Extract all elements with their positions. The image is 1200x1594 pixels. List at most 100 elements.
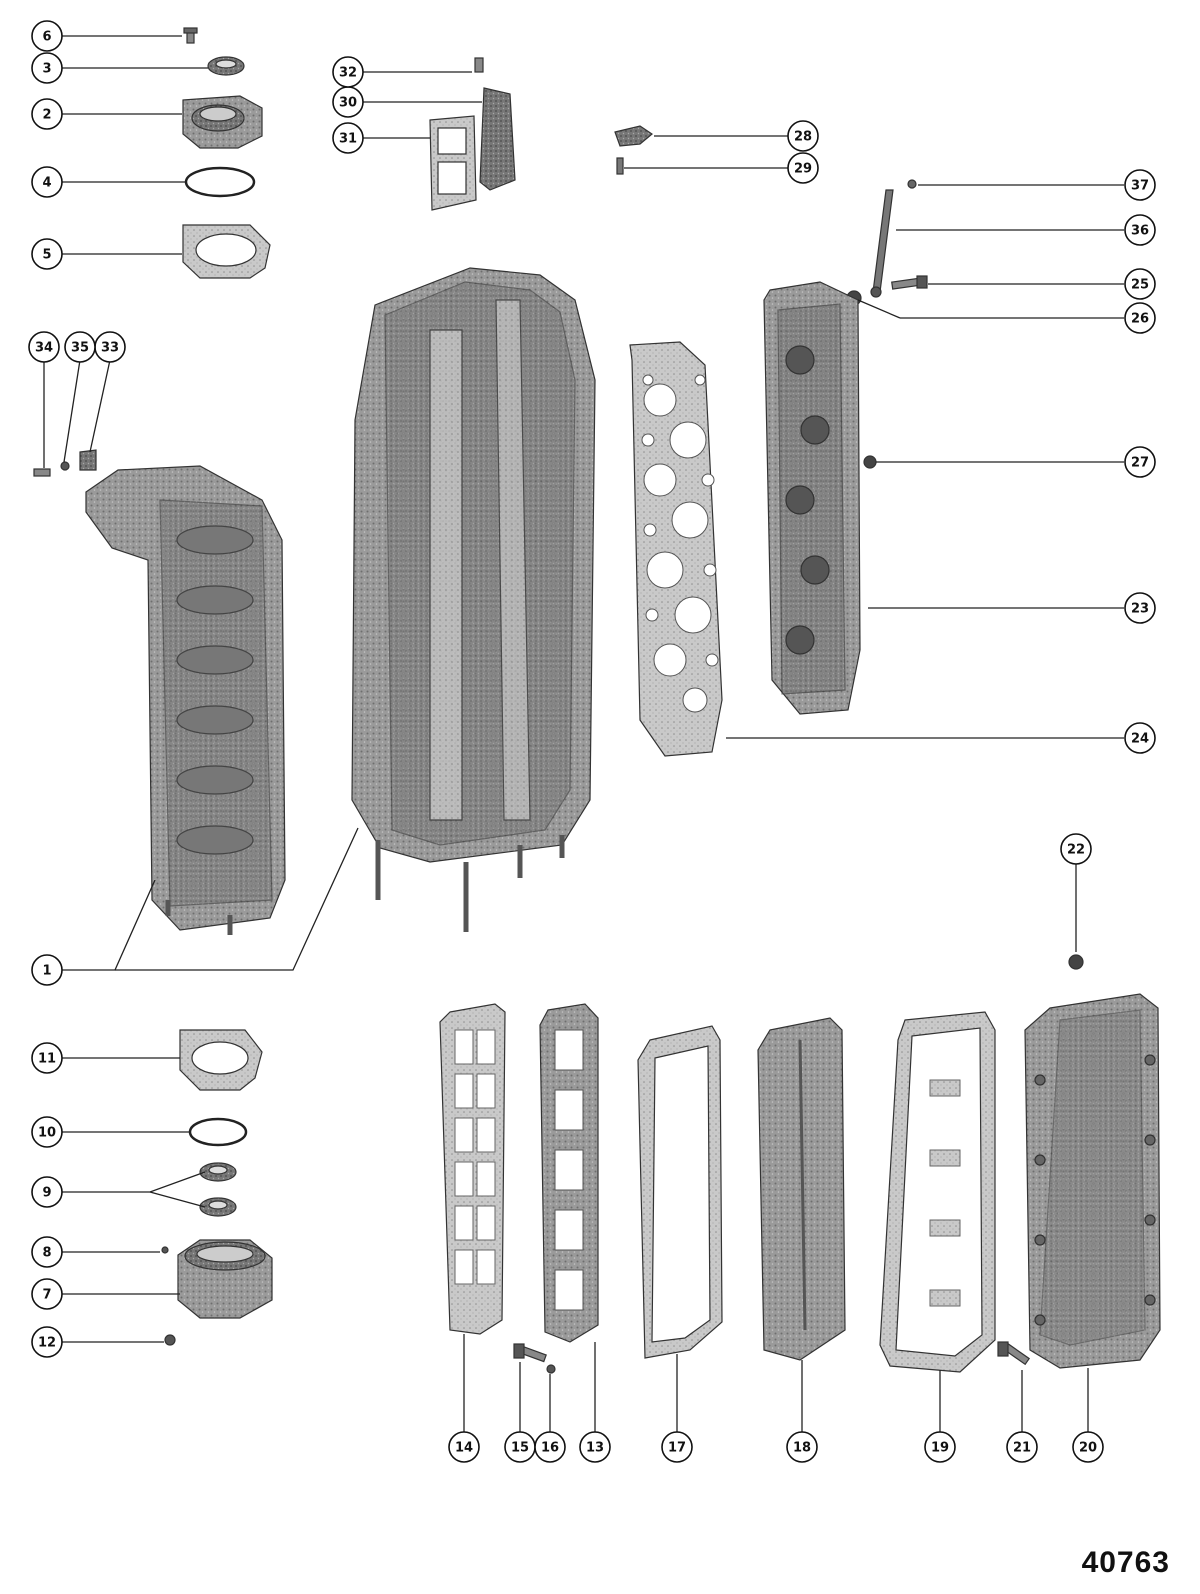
callout-number: 26 <box>1131 312 1149 327</box>
part-11-gasket-drawing <box>179 1029 263 1091</box>
callout-number: 25 <box>1131 278 1149 293</box>
callout-number: 24 <box>1131 732 1149 747</box>
callout-8: 8 <box>31 1236 63 1268</box>
callout-31: 31 <box>332 122 364 154</box>
callout-35: 35 <box>64 331 96 363</box>
part-20-cover-drawing <box>1024 993 1161 1369</box>
callout-27: 27 <box>1124 446 1156 478</box>
callout-number: 10 <box>38 1126 56 1141</box>
callout-circle <box>31 1278 63 1310</box>
callout-number: 34 <box>35 341 53 356</box>
callout-number: 12 <box>38 1336 56 1351</box>
callout-number: 33 <box>101 341 119 356</box>
part-32-screw-drawing <box>474 57 484 73</box>
callout-34: 34 <box>28 331 60 363</box>
callout-26: 26 <box>1124 302 1156 334</box>
part-14-plate-drawing <box>439 1003 506 1335</box>
callout-number: 31 <box>339 132 357 147</box>
callout-number: 9 <box>42 1186 51 1201</box>
callout-37: 37 <box>1124 169 1156 201</box>
callout-2: 2 <box>31 98 63 130</box>
callout-21: 21 <box>1006 1431 1038 1463</box>
part-9-seals-drawing <box>199 1162 237 1217</box>
part-6-screw-drawing <box>183 27 198 44</box>
part-33-clip-drawing <box>79 449 97 471</box>
leader-lines <box>43 35 1124 1432</box>
callout-15: 15 <box>504 1431 536 1463</box>
callout-circle <box>534 1431 566 1463</box>
callout-circle <box>1072 1431 1104 1463</box>
callout-circle <box>1124 169 1156 201</box>
part-15-bolt-drawing <box>513 1343 547 1363</box>
callout-number: 16 <box>541 1441 559 1456</box>
part-37-nut-drawing <box>907 179 917 189</box>
part-21-bolt-drawing <box>997 1341 1031 1366</box>
callout-number: 23 <box>1131 602 1149 617</box>
callout-circle <box>1124 722 1156 754</box>
callout-number: 22 <box>1067 843 1085 858</box>
part-19-gasket-drawing <box>879 1011 996 1373</box>
callout-7: 7 <box>31 1278 63 1310</box>
callout-circle <box>787 152 819 184</box>
part-34-screw-drawing <box>33 468 51 477</box>
callout-number: 37 <box>1131 179 1149 194</box>
part-23-cover-drawing <box>763 281 861 715</box>
callout-23: 23 <box>1124 592 1156 624</box>
part-27-plug-drawing <box>863 455 877 469</box>
callout-number: 11 <box>38 1052 56 1067</box>
callout-circle <box>1124 302 1156 334</box>
callout-10: 10 <box>31 1116 63 1148</box>
callout-3: 3 <box>31 52 63 84</box>
callout-circle <box>31 238 63 270</box>
part-16-washer-drawing <box>546 1364 556 1374</box>
callout-number: 18 <box>793 1441 811 1456</box>
callout-number: 36 <box>1131 224 1149 239</box>
callout-number: 17 <box>668 1441 686 1456</box>
callout-circle <box>31 52 63 84</box>
part-29-screw-drawing <box>616 157 624 175</box>
callout-number: 28 <box>794 130 812 145</box>
callout-5: 5 <box>31 238 63 270</box>
callout-number: 21 <box>1013 1441 1031 1456</box>
callout-circle <box>1006 1431 1038 1463</box>
callout-circle <box>448 1431 480 1463</box>
callout-circle <box>332 122 364 154</box>
callout-number: 5 <box>42 248 51 263</box>
callout-number: 8 <box>42 1246 51 1261</box>
part-5-gasket-drawing <box>182 224 271 279</box>
part-7-housing-drawing <box>177 1239 273 1319</box>
callout-circle <box>31 98 63 130</box>
part-35-washer-drawing <box>60 461 70 471</box>
callout-number: 20 <box>1079 1441 1097 1456</box>
part-4-oring-drawing <box>184 166 256 198</box>
callout-circle <box>1060 833 1092 865</box>
callout-number: 6 <box>42 30 51 45</box>
part-24-head-gasket-drawing <box>629 341 723 757</box>
callout-number: 3 <box>42 62 51 77</box>
callout-circle <box>1124 446 1156 478</box>
callout-18: 18 <box>786 1431 818 1463</box>
callout-29: 29 <box>787 152 819 184</box>
callout-circle <box>64 331 96 363</box>
part-31-gasket-drawing <box>429 115 477 211</box>
callout-30: 30 <box>332 86 364 118</box>
callout-circle <box>924 1431 956 1463</box>
callout-circle <box>332 56 364 88</box>
callout-circle <box>31 166 63 198</box>
callout-number: 30 <box>339 96 357 111</box>
callout-number: 29 <box>794 162 812 177</box>
part-13-manifold-drawing <box>539 1003 599 1343</box>
callout-circle <box>1124 592 1156 624</box>
callout-circle <box>1124 214 1156 246</box>
callout-number: 32 <box>339 66 357 81</box>
callout-12: 12 <box>31 1326 63 1358</box>
part-1-cylinder-block-drawing <box>351 267 596 932</box>
callout-circle <box>579 1431 611 1463</box>
callout-6: 6 <box>31 20 63 52</box>
callout-9: 9 <box>31 1176 63 1208</box>
callout-28: 28 <box>787 120 819 152</box>
callout-number: 14 <box>455 1441 473 1456</box>
part-2-cap-drawing <box>182 95 263 149</box>
callout-number: 27 <box>1131 456 1149 471</box>
